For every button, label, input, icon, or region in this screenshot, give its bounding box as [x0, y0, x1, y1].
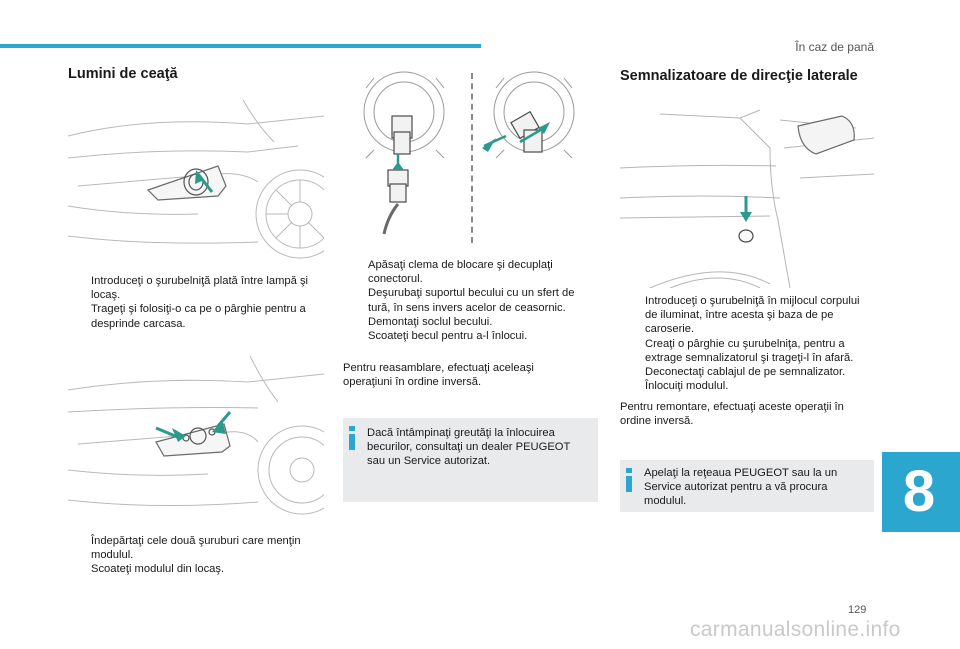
list-item: Demontaţi soclul becului. — [368, 315, 493, 328]
illustration-divider — [471, 73, 473, 243]
header-accent-bar — [0, 44, 481, 48]
list-item: Introduceţi o şurubelniţă plată între la… — [91, 275, 309, 302]
info-box-dealer: Dacă întâmpinaţi greutăţi la înlocuirea … — [343, 418, 598, 502]
list-item: Scoateţi modulul din locaş. — [91, 563, 225, 576]
list-item: Introduceţi o şurubelniţă în mijlocul co… — [645, 295, 860, 336]
list-item: Înlocuiţi modulul. — [645, 380, 729, 393]
remount-note: Pentru remontare, efectuaţi aceste opera… — [620, 401, 844, 428]
info-icon — [349, 426, 355, 450]
list-item: Trageţi şi folosiţi-o ca pe o pârghie pe… — [91, 303, 306, 330]
chapter-tab — [882, 452, 960, 532]
fog-lights-heading: Lumini de ceaţă — [68, 66, 178, 82]
info-icon — [626, 468, 632, 492]
page-number: 129 — [848, 604, 867, 616]
side-indicators-heading: Semnalizatoare de direcţie laterale — [620, 68, 858, 84]
fog-steps-list-a: Introduceţi o şurubelniţă plată între la… — [66, 274, 328, 331]
side-indicator-illustration — [620, 109, 874, 288]
fog-lamp-screwdriver-illustration — [68, 99, 324, 259]
watermark: carmanualsonline.info — [690, 618, 901, 641]
fog-module-screws-illustration — [68, 355, 324, 515]
bulb-steps-list: Apăsaţi clema de blocare şi decuplaţi co… — [343, 258, 599, 343]
info-box-text: Apelaţi la reţeaua PEUGEOT sau la un Ser… — [644, 467, 838, 508]
list-item: Creaţi o pârghie cu şurubelniţa, pentru … — [645, 337, 854, 364]
section-title: În caz de pană — [795, 40, 874, 54]
list-item: Deşurubaţi suportul becului cu un sfert … — [368, 287, 575, 314]
reassembly-note: Pentru reasamblare, efectuaţi aceleaşi o… — [343, 362, 534, 389]
list-item: Apăsaţi clema de blocare şi decuplaţi co… — [368, 259, 553, 286]
list-item: Scoateţi becul pentru a-l înlocui. — [368, 330, 528, 343]
info-box-network: Apelaţi la reţeaua PEUGEOT sau la un Ser… — [620, 460, 874, 512]
chapter-number: 8 — [902, 459, 936, 524]
fog-steps-list-b: Îndepărtaţi cele două şuruburi care menţ… — [66, 534, 328, 577]
info-box-text: Dacă întâmpinaţi greutăţi la înlocuirea … — [367, 427, 571, 468]
list-item: Îndepărtaţi cele două şuruburi care menţ… — [91, 535, 301, 562]
indicator-steps-list: Introduceţi o şurubelniţă în mijlocul co… — [620, 294, 874, 393]
bulb-holder-illustration — [363, 71, 575, 235]
list-item: Deconectaţi cablajul de pe semnalizator. — [645, 366, 846, 379]
